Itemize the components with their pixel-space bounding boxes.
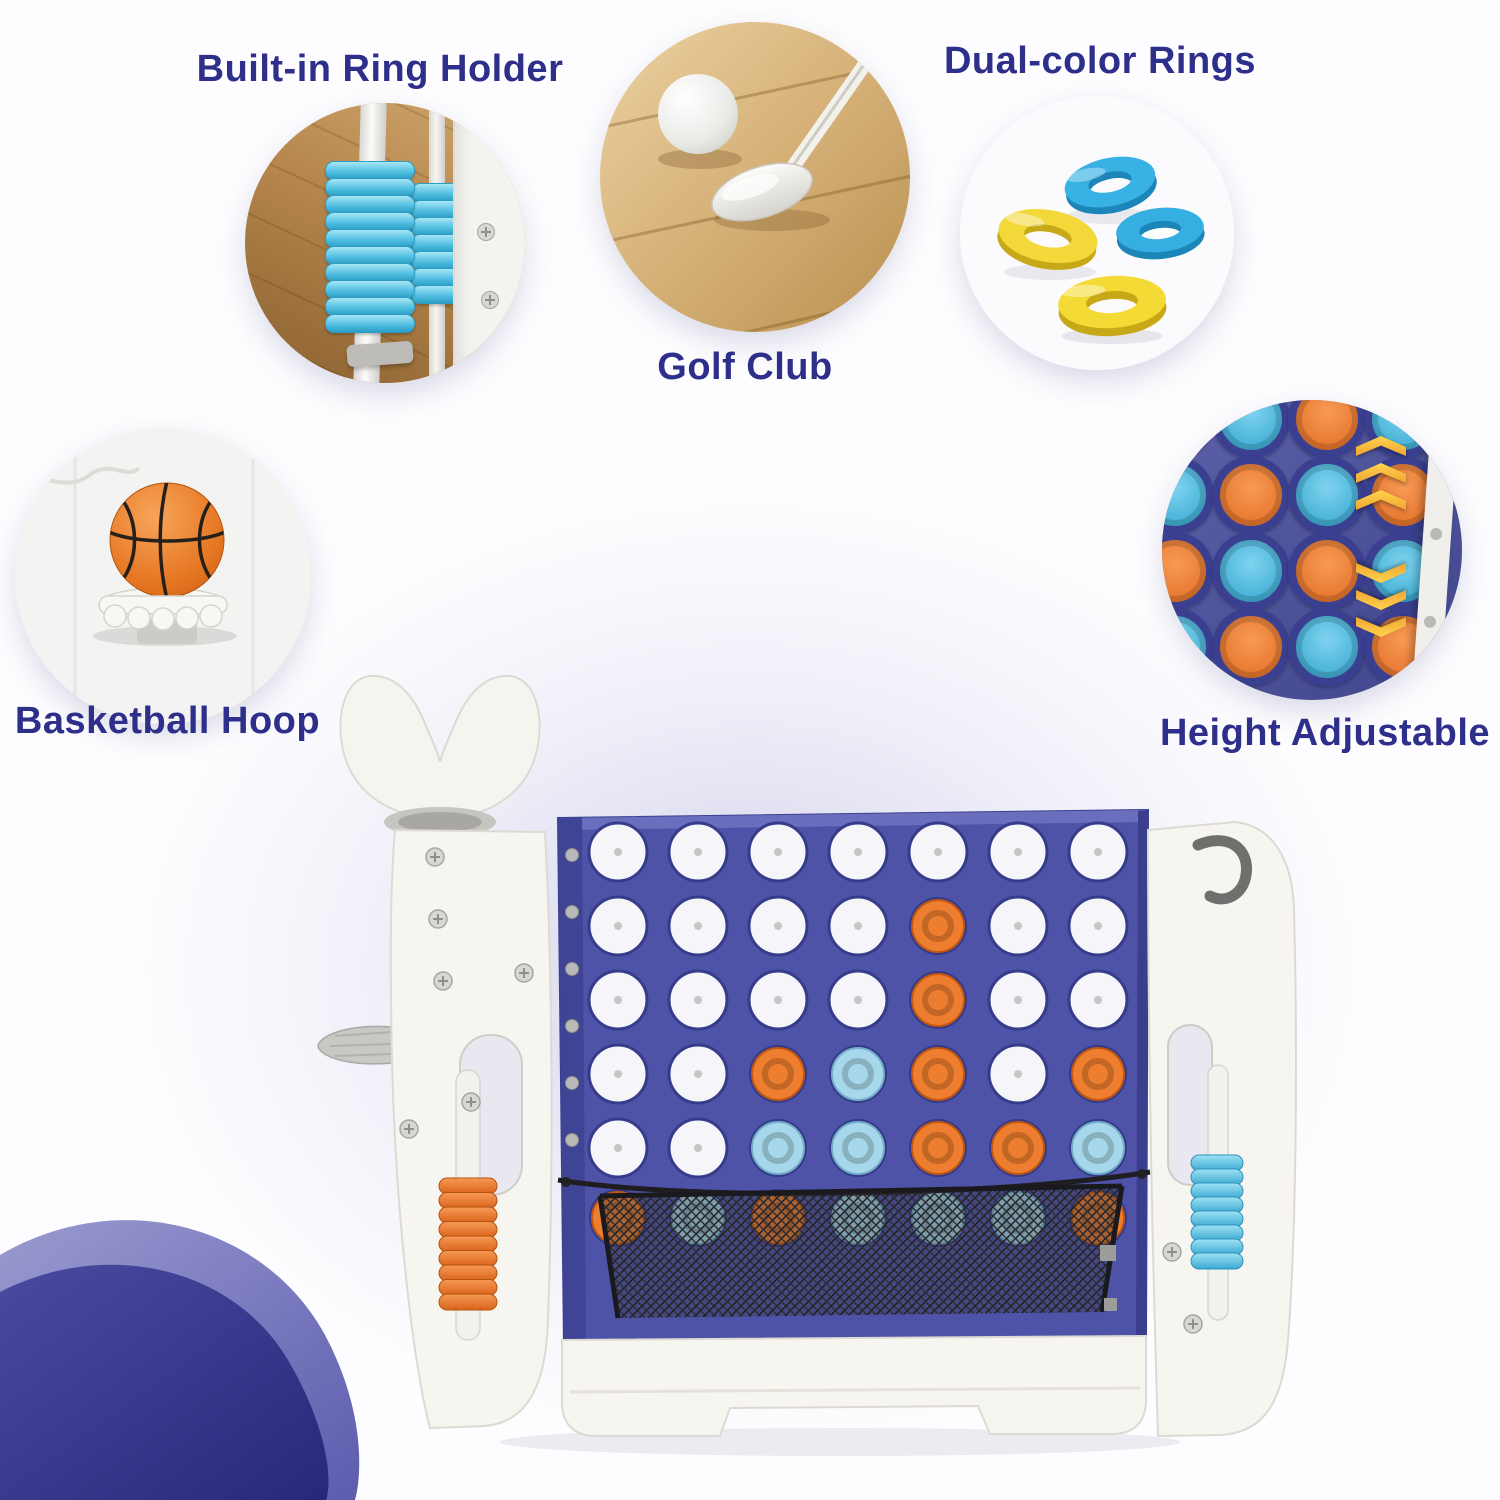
wall-seams [73, 428, 255, 724]
golf-illustration [600, 22, 910, 332]
blue-disc [1288, 608, 1366, 686]
decorative-wave [0, 1220, 360, 1500]
base [561, 1334, 1147, 1437]
club-head [711, 162, 813, 222]
yellow-ring [997, 208, 1098, 270]
basketball-seams [110, 483, 224, 597]
rail-peg [1423, 615, 1437, 629]
blue-ring [1116, 207, 1205, 260]
orange-disc [1288, 532, 1366, 610]
ring-stack-back [245, 103, 525, 383]
rings-illustration [960, 96, 1234, 370]
blue-disc [1288, 456, 1366, 534]
white-panel [453, 103, 525, 383]
blue-disc [1162, 608, 1214, 686]
feature-label-golf-club: Golf Club [657, 346, 833, 388]
feature-label-ring-holder: Built-in Ring Holder [196, 48, 564, 90]
wall-wave [15, 466, 141, 485]
left-fin [317, 1025, 401, 1065]
hoop-scallops [98, 595, 228, 631]
arrow-down-icon [1356, 556, 1406, 637]
orange-disc [1162, 400, 1214, 458]
screw-icon [481, 291, 499, 309]
cord-hook [1137, 1169, 1147, 1179]
feature-label-basketball: Basketball Hoop [14, 700, 321, 742]
orange-coil [438, 1177, 498, 1311]
arrow-up-icon [1356, 436, 1406, 517]
blue-disc [1162, 456, 1214, 534]
orange-disc [1288, 400, 1366, 458]
blue-disc [1212, 532, 1290, 610]
screw-icon [477, 223, 495, 241]
orange-disc [1162, 532, 1214, 610]
screws [399, 847, 1203, 1334]
golf-ball [658, 74, 738, 154]
orange-disc [1212, 608, 1290, 686]
product-image [317, 674, 1297, 1456]
blue-coil [1190, 1154, 1244, 1270]
basketball-illustration [15, 428, 311, 724]
whale-tail [339, 674, 541, 837]
dual-rings-photo [960, 96, 1234, 370]
cord-hook [561, 1177, 571, 1187]
board-pegs [565, 848, 579, 1147]
vent-square [1100, 1245, 1116, 1261]
club-shaft-shade [788, 22, 896, 171]
hanger-hook [1192, 835, 1252, 905]
ring-stack [245, 103, 525, 383]
blue-ring [1064, 156, 1157, 215]
feature-label-height: Height Adjustable [1159, 712, 1491, 754]
ball-shadow [658, 149, 742, 169]
ring-holder-photo [245, 103, 525, 383]
blue-disc [1212, 400, 1290, 458]
catch-net [597, 1183, 1125, 1319]
yellow-ring [1058, 275, 1167, 337]
vent-square [1104, 1298, 1117, 1311]
rail-peg [1436, 427, 1450, 441]
rail-peg [1429, 527, 1443, 541]
height-adjustable-photo [1162, 400, 1462, 700]
orange-disc [1212, 456, 1290, 534]
basketball-hoop-photo [15, 428, 311, 724]
golf-club-photo [600, 22, 910, 332]
feature-label-dual-rings: Dual-color Rings [943, 40, 1257, 82]
ring [325, 314, 415, 333]
